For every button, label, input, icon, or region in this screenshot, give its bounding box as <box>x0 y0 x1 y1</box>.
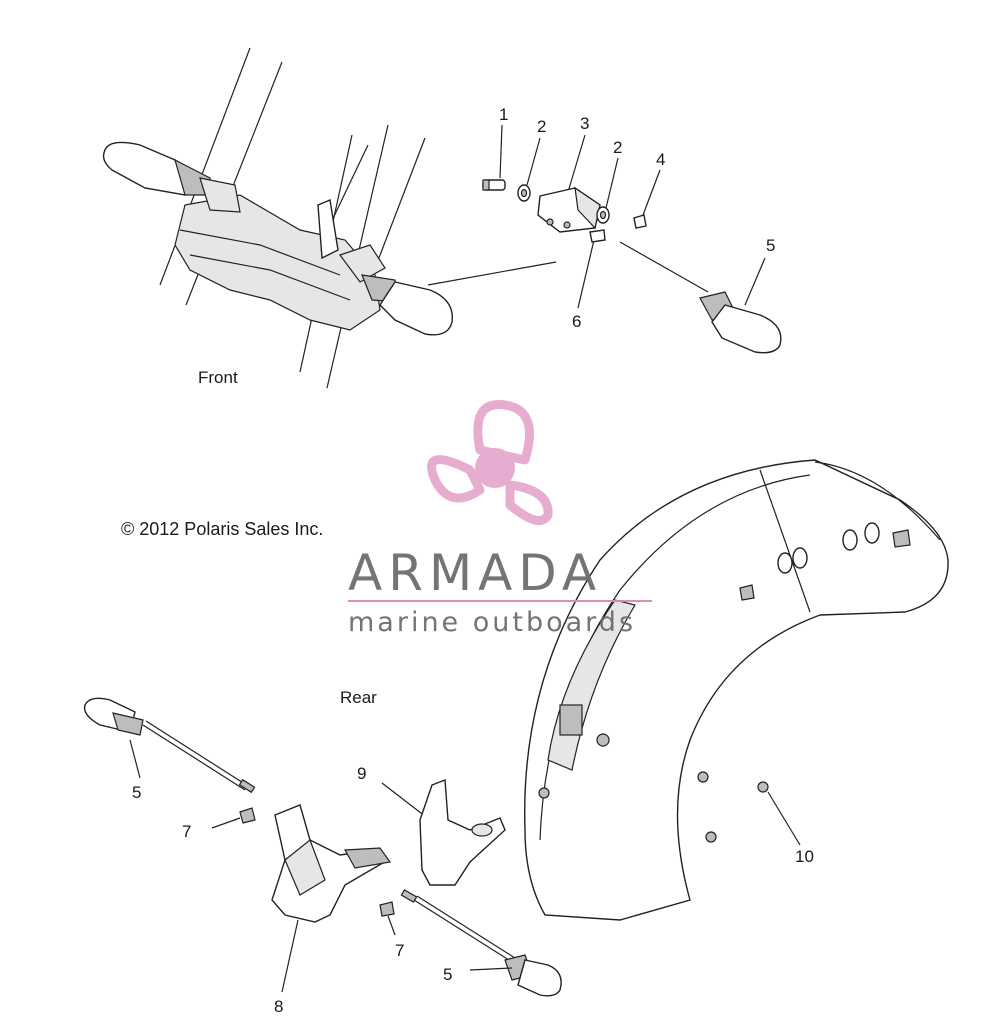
armada-watermark: ARMADA marine outboards <box>348 400 652 638</box>
callout-7a: 7 <box>182 822 191 841</box>
callout-2a: 2 <box>537 117 546 136</box>
watermark-tagline: marine outboards <box>348 607 636 638</box>
screw-7a <box>211 807 256 829</box>
callout-8: 8 <box>274 997 283 1016</box>
bolt-1 <box>482 124 506 191</box>
bracket-9 <box>381 779 506 886</box>
front-right-turn-signal <box>339 244 454 336</box>
callout-10: 10 <box>795 847 814 866</box>
copyright-notice: © 2012 Polaris Sales Inc. <box>121 519 323 539</box>
propeller-logo-icon <box>427 400 553 526</box>
callout-1: 1 <box>499 105 508 124</box>
front-left-turn-signal <box>102 141 241 213</box>
callout-7b: 7 <box>395 941 404 960</box>
front-fork-assembly <box>159 47 426 389</box>
callout-4: 4 <box>656 150 665 169</box>
nut-4 <box>633 169 661 229</box>
section-label-rear: Rear <box>340 688 377 707</box>
callout-9: 9 <box>357 764 366 783</box>
washer-2a <box>517 137 541 202</box>
nut-10-leader <box>767 791 801 846</box>
callout-5c: 5 <box>443 965 452 984</box>
rear-fender <box>524 459 949 921</box>
callout-6: 6 <box>572 312 581 331</box>
callout-3: 3 <box>580 114 589 133</box>
turn-signal-5-front <box>619 241 782 354</box>
bracket-8 <box>271 804 392 993</box>
section-label-front: Front <box>198 368 238 387</box>
stud-6 <box>577 229 606 309</box>
watermark-brand: ARMADA <box>348 544 602 602</box>
housing-3 <box>537 134 601 233</box>
washer-2b <box>596 157 619 224</box>
callout-2b: 2 <box>613 138 622 157</box>
turn-signal-5-rear-right <box>400 889 562 997</box>
callout-5b: 5 <box>132 783 141 802</box>
callout-5a: 5 <box>766 236 775 255</box>
turn-signal-5-rear-left <box>83 697 256 794</box>
screw-7b <box>379 901 396 936</box>
